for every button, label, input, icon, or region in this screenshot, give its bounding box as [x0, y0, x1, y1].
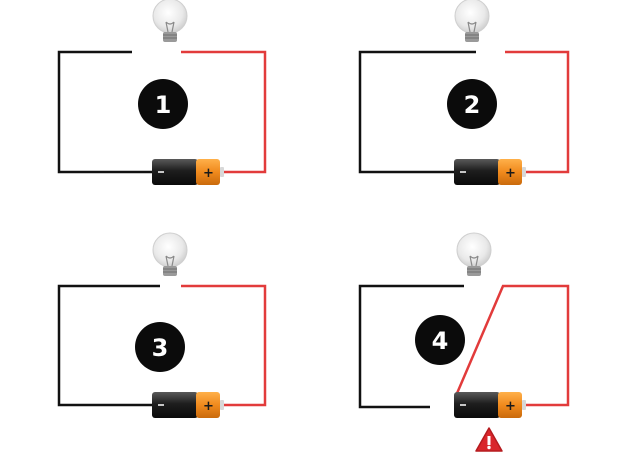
number-label: 2 — [464, 91, 481, 119]
battery-icon: + — [152, 159, 224, 185]
number-label: 4 — [432, 327, 449, 355]
number-label: 3 — [152, 334, 169, 362]
lightbulb-icon — [152, 232, 188, 276]
battery-icon: + — [454, 159, 526, 185]
circuit-2: + 2 — [358, 0, 570, 185]
negative-wire — [57, 284, 160, 407]
battery-plus-label: + — [203, 166, 214, 181]
lightbulb-icon — [456, 232, 492, 276]
number-badge-2: 2 — [447, 79, 497, 129]
battery-icon: + — [454, 392, 526, 418]
positive-wire — [453, 284, 570, 407]
negative-wire — [358, 284, 464, 409]
number-badge-1: 1 — [138, 79, 188, 129]
negative-wire — [358, 50, 476, 174]
lightbulb-icon — [454, 0, 490, 42]
battery-icon: + — [152, 392, 224, 418]
battery-plus-label: + — [203, 399, 214, 414]
negative-wire — [57, 50, 152, 174]
positive-wire — [181, 50, 267, 174]
positive-wire — [505, 50, 570, 174]
circuit-3: + 3 — [57, 232, 267, 418]
lightbulb-icon — [152, 0, 188, 42]
number-label: 1 — [155, 91, 172, 119]
number-badge-4: 4 — [415, 315, 465, 365]
battery-plus-label: + — [505, 399, 516, 414]
circuit-1: + 1 — [57, 0, 267, 185]
positive-wire — [181, 284, 267, 407]
battery-plus-label: + — [505, 166, 516, 181]
circuit-4: + 4 — [358, 232, 570, 452]
warning-icon — [475, 427, 503, 452]
number-badge-3: 3 — [135, 322, 185, 372]
